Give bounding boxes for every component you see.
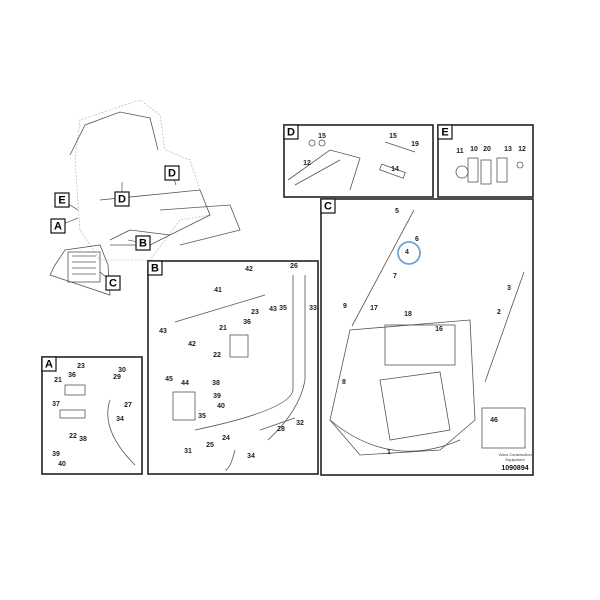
panel-title-d: D — [287, 126, 295, 138]
panel-e-parts — [455, 157, 524, 185]
overview-callout-box[interactable] — [54, 192, 70, 208]
part-label-e-13[interactable]: 13 — [504, 146, 512, 153]
part-label-c-8[interactable]: 8 — [342, 379, 346, 386]
part-label-e-10[interactable]: 10 — [470, 146, 478, 153]
part-label-c-4[interactable]: 4 — [405, 249, 409, 256]
part-label-b-43[interactable]: 43 — [159, 328, 167, 335]
overview-callout-box[interactable] — [135, 235, 151, 251]
panel-b-parts — [172, 275, 306, 471]
part-label-d-15[interactable]: 15 — [318, 133, 326, 140]
part-label-e-12[interactable]: 12 — [518, 146, 526, 153]
part-label-b-36[interactable]: 36 — [243, 319, 251, 326]
footer-block: Volvo Construction Equipment 1090894 — [498, 452, 531, 472]
panel-title-box — [41, 356, 57, 372]
part-label-e-20[interactable]: 20 — [483, 146, 491, 153]
part-label-b-23[interactable]: 23 — [251, 309, 259, 316]
detail-panel-d — [283, 124, 434, 198]
overview-callout-e[interactable]: E — [58, 194, 65, 206]
part-label-b-28[interactable]: 28 — [277, 426, 285, 433]
part-label-b-22[interactable]: 22 — [213, 352, 221, 359]
part-label-c-2[interactable]: 2 — [497, 309, 501, 316]
panel-d-parts — [287, 139, 416, 191]
part-label-b-39[interactable]: 39 — [213, 393, 221, 400]
part-label-d-15[interactable]: 15 — [389, 133, 397, 140]
detail-panel-c — [320, 198, 534, 476]
part-label-c-18[interactable]: 18 — [404, 311, 412, 318]
part-label-a-27[interactable]: 27 — [124, 402, 132, 409]
part-label-b-35[interactable]: 35 — [198, 413, 206, 420]
part-label-d-19[interactable]: 19 — [411, 141, 419, 148]
overview-machine-drawing — [49, 99, 241, 296]
panel-title-b: B — [151, 262, 159, 274]
drawing-number: 1090894 — [501, 465, 528, 472]
company-line-2: Equipment — [505, 457, 525, 462]
part-label-a-40[interactable]: 40 — [58, 461, 66, 468]
part-label-a-23[interactable]: 23 — [77, 363, 85, 370]
overview-callout-box[interactable] — [114, 191, 130, 207]
part-label-b-25[interactable]: 25 — [206, 442, 214, 449]
overview-callout-box[interactable] — [50, 218, 66, 234]
part-label-b-31[interactable]: 31 — [184, 448, 192, 455]
part-label-c-9[interactable]: 9 — [343, 303, 347, 310]
part-label-a-22[interactable]: 22 — [69, 433, 77, 440]
part-label-a-29[interactable]: 29 — [113, 374, 121, 381]
panel-title-a: A — [45, 358, 53, 370]
part-label-b-45[interactable]: 45 — [165, 376, 173, 383]
part-label-b-41[interactable]: 41 — [214, 287, 222, 294]
part-label-c-6[interactable]: 6 — [415, 236, 419, 243]
part-label-b-42[interactable]: 42 — [188, 341, 196, 348]
part-label-a-39[interactable]: 39 — [52, 451, 60, 458]
part-label-d-12[interactable]: 12 — [303, 160, 311, 167]
part-label-c-7[interactable]: 7 — [393, 273, 397, 280]
highlight-circle-item-4 — [397, 241, 421, 265]
part-label-c-3[interactable]: 3 — [507, 285, 511, 292]
overview-callout-d[interactable]: D — [168, 167, 176, 179]
panel-title-box — [147, 260, 163, 276]
panel-a-parts — [59, 384, 136, 466]
part-label-a-38[interactable]: 38 — [79, 436, 87, 443]
part-label-b-38[interactable]: 38 — [212, 380, 220, 387]
overview-callout-box[interactable] — [105, 275, 121, 291]
part-label-b-32[interactable]: 32 — [296, 420, 304, 427]
part-label-a-34[interactable]: 34 — [116, 416, 124, 423]
part-label-d-14[interactable]: 14 — [391, 166, 399, 173]
part-label-b-42[interactable]: 42 — [245, 266, 253, 273]
part-label-a-21[interactable]: 21 — [54, 377, 62, 384]
part-label-c-5[interactable]: 5 — [395, 208, 399, 215]
part-label-c-46[interactable]: 46 — [490, 417, 498, 424]
company-line-1: Volvo Construction — [498, 452, 531, 457]
part-label-c-16[interactable]: 16 — [435, 326, 443, 333]
part-label-b-43[interactable]: 43 — [269, 306, 277, 313]
panel-title-box — [437, 124, 453, 140]
part-label-c-17[interactable]: 17 — [370, 305, 378, 312]
panel-title-e: E — [441, 126, 448, 138]
part-label-b-44[interactable]: 44 — [181, 380, 189, 387]
detail-panel-e — [437, 124, 534, 198]
part-label-b-24[interactable]: 24 — [222, 435, 230, 442]
part-label-b-34[interactable]: 34 — [247, 453, 255, 460]
part-label-b-33[interactable]: 33 — [309, 305, 317, 312]
part-label-b-35[interactable]: 35 — [279, 305, 287, 312]
overview-callout-a[interactable]: A — [54, 220, 62, 232]
part-label-c-1[interactable]: 1 — [387, 449, 391, 456]
part-label-a-37[interactable]: 37 — [52, 401, 60, 408]
panel-c-parts — [329, 209, 526, 456]
overview-callout-c[interactable]: C — [109, 277, 117, 289]
part-label-a-30[interactable]: 30 — [118, 367, 126, 374]
part-label-e-11[interactable]: 11 — [456, 148, 464, 155]
panel-title-box — [283, 124, 299, 140]
part-label-a-36[interactable]: 36 — [68, 372, 76, 379]
panel-title-box — [320, 198, 336, 214]
part-label-b-26[interactable]: 26 — [290, 263, 298, 270]
detail-panel-b — [147, 260, 319, 475]
overview-callout-d[interactable]: D — [118, 193, 126, 205]
overview-callout-b[interactable]: B — [139, 237, 147, 249]
part-label-b-21[interactable]: 21 — [219, 325, 227, 332]
part-label-b-40[interactable]: 40 — [217, 403, 225, 410]
panel-title-c: C — [324, 200, 332, 212]
overview-callout-box[interactable] — [164, 165, 180, 181]
